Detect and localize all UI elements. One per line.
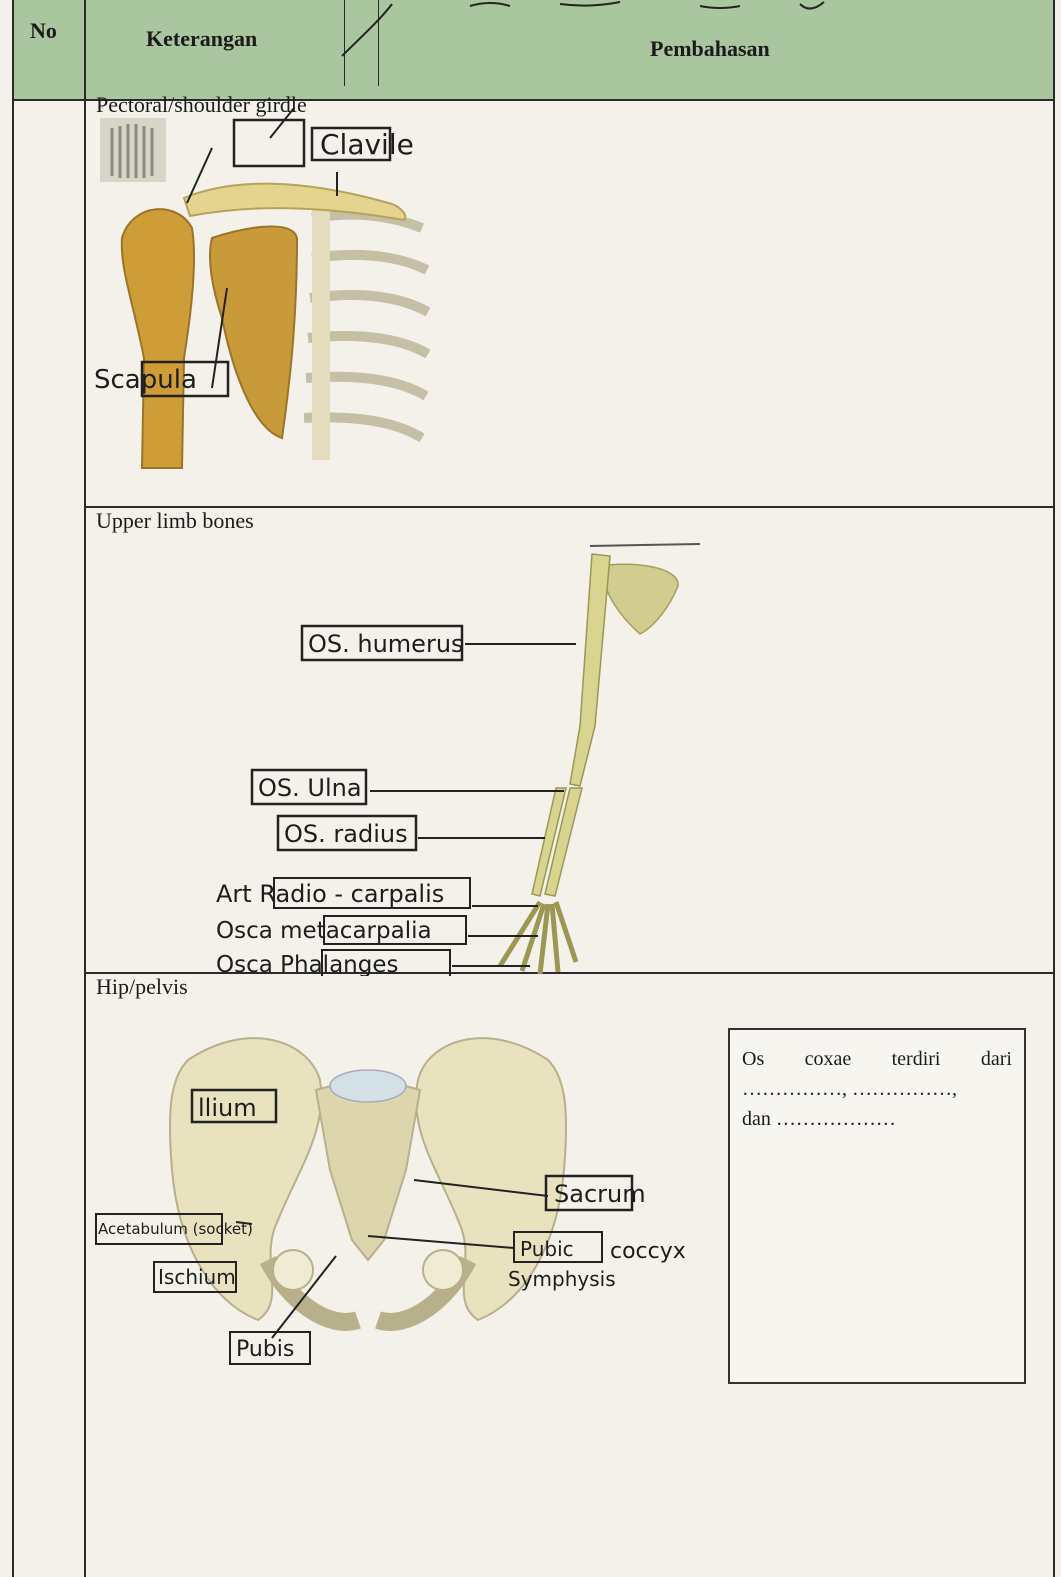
label-sacrum: Sacrum — [554, 1180, 646, 1208]
table-border-right — [1053, 0, 1055, 1577]
label-clavicle: Clavile — [320, 128, 414, 161]
os-coxae-note-box: Os coxae terdiri dari ……………, ……………, dan … — [728, 1028, 1026, 1384]
column-divider-no — [84, 0, 86, 1577]
note-line-3: dan ……………… — [742, 1104, 1012, 1134]
row-title-hip-pelvis: Hip/pelvis — [96, 974, 188, 1000]
label-metacarpal: Osca metacarpalia — [216, 918, 432, 944]
label-ulna: OS. Ulna — [258, 774, 362, 802]
label-acetabulum: Acetabulum (socket) — [98, 1220, 253, 1238]
label-pubic: Pubic — [520, 1237, 574, 1261]
label-phalanges: Osca Phalanges — [216, 952, 398, 976]
label-coccyx: coccyx — [610, 1239, 686, 1264]
label-ilium: llium — [198, 1094, 257, 1122]
label-scapula: Scapula — [94, 365, 197, 395]
label-radiocarpal: Art Radio - carpalis — [216, 880, 444, 908]
note-line-2: ……………, ……………, — [742, 1074, 1012, 1104]
label-humerus: OS. humerus — [308, 630, 464, 658]
note-line-1: Os coxae terdiri dari — [742, 1044, 1012, 1074]
label-pubis: Pubis — [236, 1337, 294, 1362]
label-radius: OS. radius — [284, 820, 408, 848]
label-symphysis: Symphysis — [508, 1267, 616, 1291]
table-border-left — [12, 0, 14, 1577]
label-ischium: Ischium — [158, 1265, 236, 1289]
